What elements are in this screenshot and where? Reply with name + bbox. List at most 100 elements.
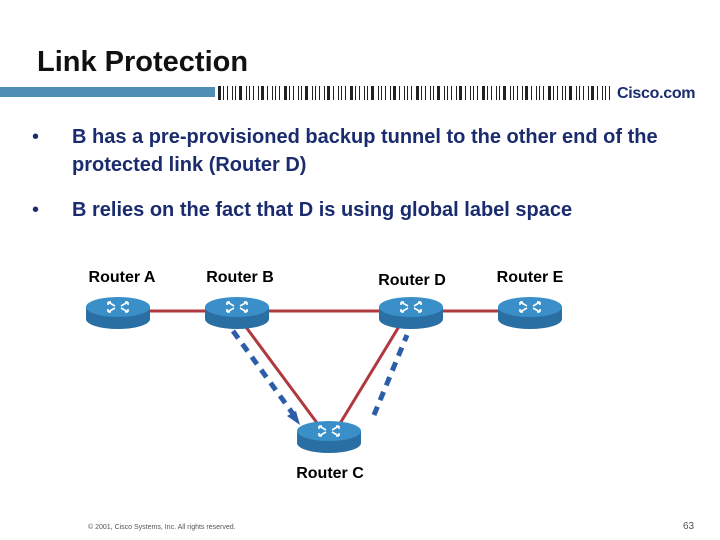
barcode-stripe bbox=[557, 86, 558, 100]
barcode-stripe bbox=[253, 86, 254, 100]
brand-logo: Cisco.com bbox=[617, 85, 696, 102]
barcode-stripe bbox=[597, 86, 598, 100]
barcode-stripe bbox=[345, 86, 346, 100]
barcode-stripe bbox=[456, 86, 457, 100]
barcode-stripe bbox=[407, 86, 408, 100]
barcode-stripe bbox=[576, 86, 577, 100]
router-a-label: Router A bbox=[89, 269, 156, 286]
barcode-stripe bbox=[579, 86, 580, 100]
barcode-stripe bbox=[272, 86, 273, 100]
barcode-stripe bbox=[513, 86, 514, 100]
barcode-stripe bbox=[235, 86, 236, 100]
barcode-stripe bbox=[364, 86, 365, 100]
barcode-stripe bbox=[378, 86, 379, 100]
link-b-c bbox=[235, 314, 328, 436]
barcode-stripe bbox=[499, 86, 500, 100]
barcode-stripe bbox=[355, 86, 356, 100]
barcode-stripe bbox=[609, 86, 610, 100]
barcode-stripe bbox=[312, 86, 313, 100]
network-diagram: Router A Router B Router D Router E Rout… bbox=[85, 269, 564, 482]
barcode-stripe bbox=[437, 86, 440, 100]
barcode-stripe bbox=[385, 86, 386, 100]
barcode-stripe bbox=[510, 86, 511, 100]
barcode-stripe bbox=[338, 86, 339, 100]
barcode-stripe bbox=[218, 86, 221, 100]
barcode-stripe bbox=[359, 86, 360, 100]
barcode-stripe bbox=[350, 86, 353, 100]
barcode-stripe bbox=[261, 86, 264, 100]
barcode-stripe bbox=[539, 86, 540, 100]
barcode-stripe bbox=[411, 86, 412, 100]
barcode-stripe bbox=[531, 86, 532, 100]
barcode-stripe bbox=[421, 86, 422, 100]
barcode-stripe bbox=[605, 86, 606, 100]
router-c-label: Router C bbox=[296, 465, 364, 482]
barcode-stripe bbox=[284, 86, 287, 100]
barcode-stripe bbox=[293, 86, 294, 100]
barcode-stripe bbox=[459, 86, 462, 100]
bullet-marker: • bbox=[32, 126, 40, 148]
bullet-text: B relies on the fact that D is using glo… bbox=[72, 199, 573, 221]
barcode-stripe bbox=[246, 86, 247, 100]
tunnel-arrowhead bbox=[287, 411, 300, 425]
barcode-stripe bbox=[258, 86, 259, 100]
bullet-item: • B relies on the fact that D is using g… bbox=[32, 196, 702, 224]
backup-tunnel-b-c bbox=[230, 329, 299, 420]
router-e-label: Router E bbox=[497, 269, 564, 286]
barcode-stripe bbox=[487, 86, 488, 100]
slide-title: Link Protection bbox=[37, 46, 249, 78]
barcode-stripe bbox=[305, 86, 308, 100]
barcode-stripe bbox=[327, 86, 330, 100]
bullet-item: • B has a pre-provisioned backup tunnel … bbox=[32, 123, 702, 179]
router-b-icon bbox=[204, 296, 270, 330]
barcode-stripe bbox=[477, 86, 478, 100]
barcode-stripe bbox=[275, 86, 276, 100]
barcode-stripe bbox=[565, 86, 566, 100]
barcode-stripe bbox=[341, 86, 342, 100]
barcode-stripe bbox=[232, 86, 233, 100]
barcode-stripe bbox=[227, 86, 228, 100]
bullet-list: • B has a pre-provisioned backup tunnel … bbox=[32, 123, 702, 241]
barcode-stripe bbox=[525, 86, 528, 100]
barcode-stripe bbox=[404, 86, 405, 100]
barcode-stripe bbox=[301, 86, 302, 100]
barcode-stripe bbox=[536, 86, 537, 100]
router-d-icon bbox=[378, 296, 444, 330]
router-c-icon bbox=[296, 420, 362, 454]
barcode-stripe bbox=[503, 86, 506, 100]
barcode-stripe bbox=[371, 86, 374, 100]
barcode-stripe bbox=[298, 86, 299, 100]
barcode-stripes bbox=[218, 86, 610, 100]
router-a-icon bbox=[85, 296, 151, 330]
barcode-stripe bbox=[553, 86, 554, 100]
barcode-stripe bbox=[491, 86, 492, 100]
barcode-stripe bbox=[430, 86, 431, 100]
barcode-stripe bbox=[433, 86, 434, 100]
barcode-stripe bbox=[289, 86, 290, 100]
barcode-stripe bbox=[393, 86, 396, 100]
barcode-stripe bbox=[390, 86, 391, 100]
barcode-stripe bbox=[465, 86, 466, 100]
barcode-stripe bbox=[319, 86, 320, 100]
barcode-stripe bbox=[425, 86, 426, 100]
barcode-stripe bbox=[482, 86, 485, 100]
barcode-stripe bbox=[315, 86, 316, 100]
barcode-stripe bbox=[451, 86, 452, 100]
barcode-stripe bbox=[470, 86, 471, 100]
barcode-stripe bbox=[562, 86, 563, 100]
barcode-stripe bbox=[583, 86, 584, 100]
barcode-stripe bbox=[367, 86, 368, 100]
backup-tunnel-c-d bbox=[371, 334, 410, 416]
barcode-stripe bbox=[473, 86, 474, 100]
barcode-stripe bbox=[588, 86, 589, 100]
copyright-footer: © 2001, Cisco Systems, Inc. All rights r… bbox=[88, 524, 236, 531]
barcode-stripe bbox=[444, 86, 445, 100]
bullet-text: B has a pre-provisioned backup tunnel to… bbox=[72, 126, 658, 176]
header-bar bbox=[0, 86, 610, 100]
barcode-stripe bbox=[591, 86, 594, 100]
barcode-stripe bbox=[543, 86, 544, 100]
barcode-stripe bbox=[548, 86, 551, 100]
barcode-stripe bbox=[267, 86, 268, 100]
link-c-d bbox=[331, 314, 408, 436]
